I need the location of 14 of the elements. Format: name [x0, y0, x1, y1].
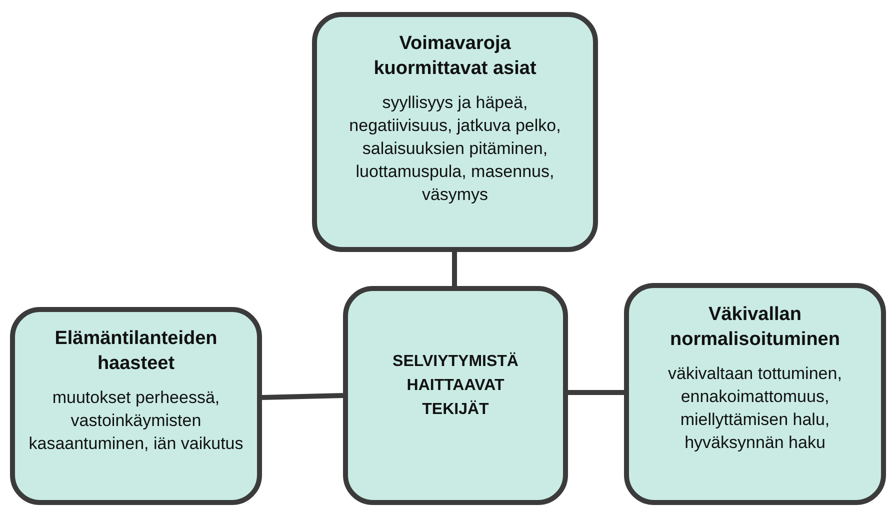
- box-description: syyllisyys ja häpeä, negatiivisuus, jatkuva pelko, salaisuuksien pitäminen, luottamuspula, masennus, väsymys: [348, 92, 562, 206]
- connector-line: [568, 390, 624, 395]
- factor-box: [624, 283, 886, 505]
- box-heading: Väkivallan normalisoituminen: [669, 303, 841, 352]
- central-title: SELVIYTYMISTÄ HAITTAAVAT TEKIJÄT: [392, 351, 520, 420]
- connector-line: [262, 393, 344, 400]
- box-description: muutokset perheessä, vastoinkäymisten kasaantuminen, iän vaikutus: [28, 387, 244, 455]
- connector-line: [452, 252, 457, 286]
- box-description: väkivaltaan tottuminen, ennakoimattomuus, miellyttämisen halu, hyväksynnän haku: [667, 363, 843, 454]
- factor-box: [312, 12, 598, 252]
- factor-box: [10, 307, 262, 505]
- box-heading: Elämäntilanteiden haasteet: [54, 327, 218, 376]
- box-heading: Voimavaroja kuormittavat asiat: [372, 32, 538, 81]
- central-box: [343, 286, 568, 505]
